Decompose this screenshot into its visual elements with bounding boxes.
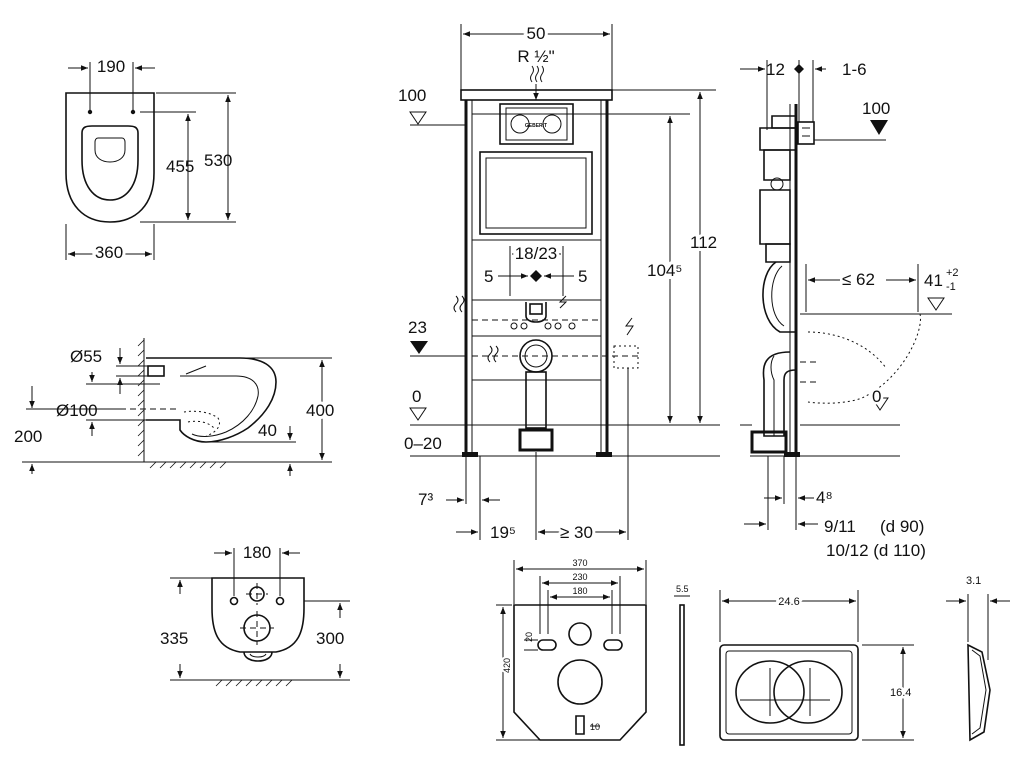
dim-10-mat: 10 <box>590 722 600 732</box>
level-0-front: 0 <box>412 387 421 406</box>
bowl-back-view: 180 335 300 <box>160 543 350 687</box>
flush-plate-side <box>967 643 991 742</box>
dim-530: 530 <box>204 151 232 170</box>
dim-41-tol-up: +2 <box>946 267 959 279</box>
dim-360: 360 <box>95 243 123 262</box>
dim-455: 455 <box>166 157 194 176</box>
frame-top-bar <box>460 89 613 101</box>
dim-18-23: 18/23 <box>515 244 558 263</box>
dim-19-5: 19⁵ <box>490 523 516 542</box>
bolt-left <box>229 596 239 606</box>
flush-plate-side <box>797 121 815 145</box>
dim-d90: (d 90) <box>880 517 924 536</box>
dim-230: 230 <box>572 572 587 582</box>
insulation-mat: 370 230 180 10 20 420 5.5 <box>496 558 690 746</box>
cistern-outline <box>479 151 593 235</box>
dim-50: 50 <box>527 24 546 43</box>
mat-inlet-hole <box>568 622 592 646</box>
dim-370: 370 <box>572 558 587 568</box>
dim-300: 300 <box>316 629 344 648</box>
flush-plate-drawing: 24.6 16.4 3.1 <box>719 575 1010 742</box>
brand-label: GEBERIT <box>525 123 547 129</box>
bowl-top-outline <box>65 92 155 223</box>
bowl-side-inner <box>180 375 259 437</box>
dim-190: 190 <box>97 57 125 76</box>
dim-335: 335 <box>160 629 188 648</box>
bolt-right <box>275 596 285 606</box>
back-floor-hatching <box>215 679 293 687</box>
dim-5-right: 5 <box>578 267 587 286</box>
dim-5-5: 5.5 <box>676 584 689 594</box>
flush-plate-front <box>719 644 859 741</box>
level-100-side: 100 <box>862 99 890 118</box>
dim-le-62: ≤ 62 <box>842 270 875 289</box>
dim-40: 40 <box>258 421 277 440</box>
frame-front-view: 50 R ½" GEBERIT 18/23 5 5 <box>398 21 720 545</box>
dim-400: 400 <box>306 401 334 420</box>
dim-10-12-d110: 10/12 (d 110) <box>826 541 926 560</box>
dim-41-tol-down: -1 <box>946 281 956 293</box>
center-marker <box>530 270 542 282</box>
flush-plate-outline <box>499 103 574 145</box>
mat-thickness-view <box>679 604 685 746</box>
dim-5-left: 5 <box>484 267 493 286</box>
dim-180-mat: 180 <box>572 586 587 596</box>
label-r-half-inch: R ½" <box>517 47 554 66</box>
level-100-front: 100 <box>398 86 426 105</box>
dim-3-1: 3.1 <box>966 575 981 587</box>
level-0-side: 0 <box>872 387 881 406</box>
dim-41: 41 <box>924 271 943 290</box>
dim-16-4: 16.4 <box>890 687 911 699</box>
dim-20-mat: 20 <box>524 632 534 642</box>
dim-d100: Ø100 <box>56 401 98 420</box>
range-0-20: 0–20 <box>404 434 442 453</box>
dim-4-8: 4⁸ <box>816 488 833 507</box>
dim-200: 200 <box>14 427 42 446</box>
inlet-stub <box>147 365 165 377</box>
dim-112: 112 <box>690 233 717 252</box>
bowl-back-outline <box>211 577 305 653</box>
bowl-side-view: Ø55 Ø100 200 40 400 <box>14 338 337 476</box>
outlet-hole <box>243 614 271 642</box>
bowl-side-trap <box>183 410 220 437</box>
dim-12: 12 <box>766 60 785 79</box>
bowl-top-seat <box>81 125 139 201</box>
bowl-top-seat-inner <box>94 137 126 163</box>
wall-hatching <box>137 339 145 457</box>
flush-button-large <box>773 660 843 724</box>
level-23-front: 23 <box>408 318 427 337</box>
dim-104-5: 104⁵ <box>647 261 682 280</box>
dim-1-6: 1-6 <box>842 60 867 79</box>
frame-side-view: 12 1-6 100 ≤ 62 41 +2 -1 <box>740 60 959 560</box>
flush-button-small <box>735 660 805 724</box>
bowl-side-outline <box>146 357 277 443</box>
dim-d55: Ø55 <box>70 347 102 366</box>
dim-min-30: ≥ 30 <box>560 523 593 542</box>
bowl-top-view: 190 455 530 360 <box>65 57 236 265</box>
dim-24-6: 24.6 <box>778 596 799 608</box>
dim-180-back: 180 <box>243 543 271 562</box>
flush-plate-inner <box>505 107 568 141</box>
mat-outlet-hole <box>557 659 603 705</box>
side-bowl-outline <box>800 313 921 404</box>
dim-9-11: 9/11 <box>824 517 856 536</box>
floor-hatching <box>149 461 227 469</box>
dim-7-3: 7³ <box>418 490 433 509</box>
mat-outline <box>513 604 647 741</box>
dim-420: 420 <box>502 658 512 673</box>
